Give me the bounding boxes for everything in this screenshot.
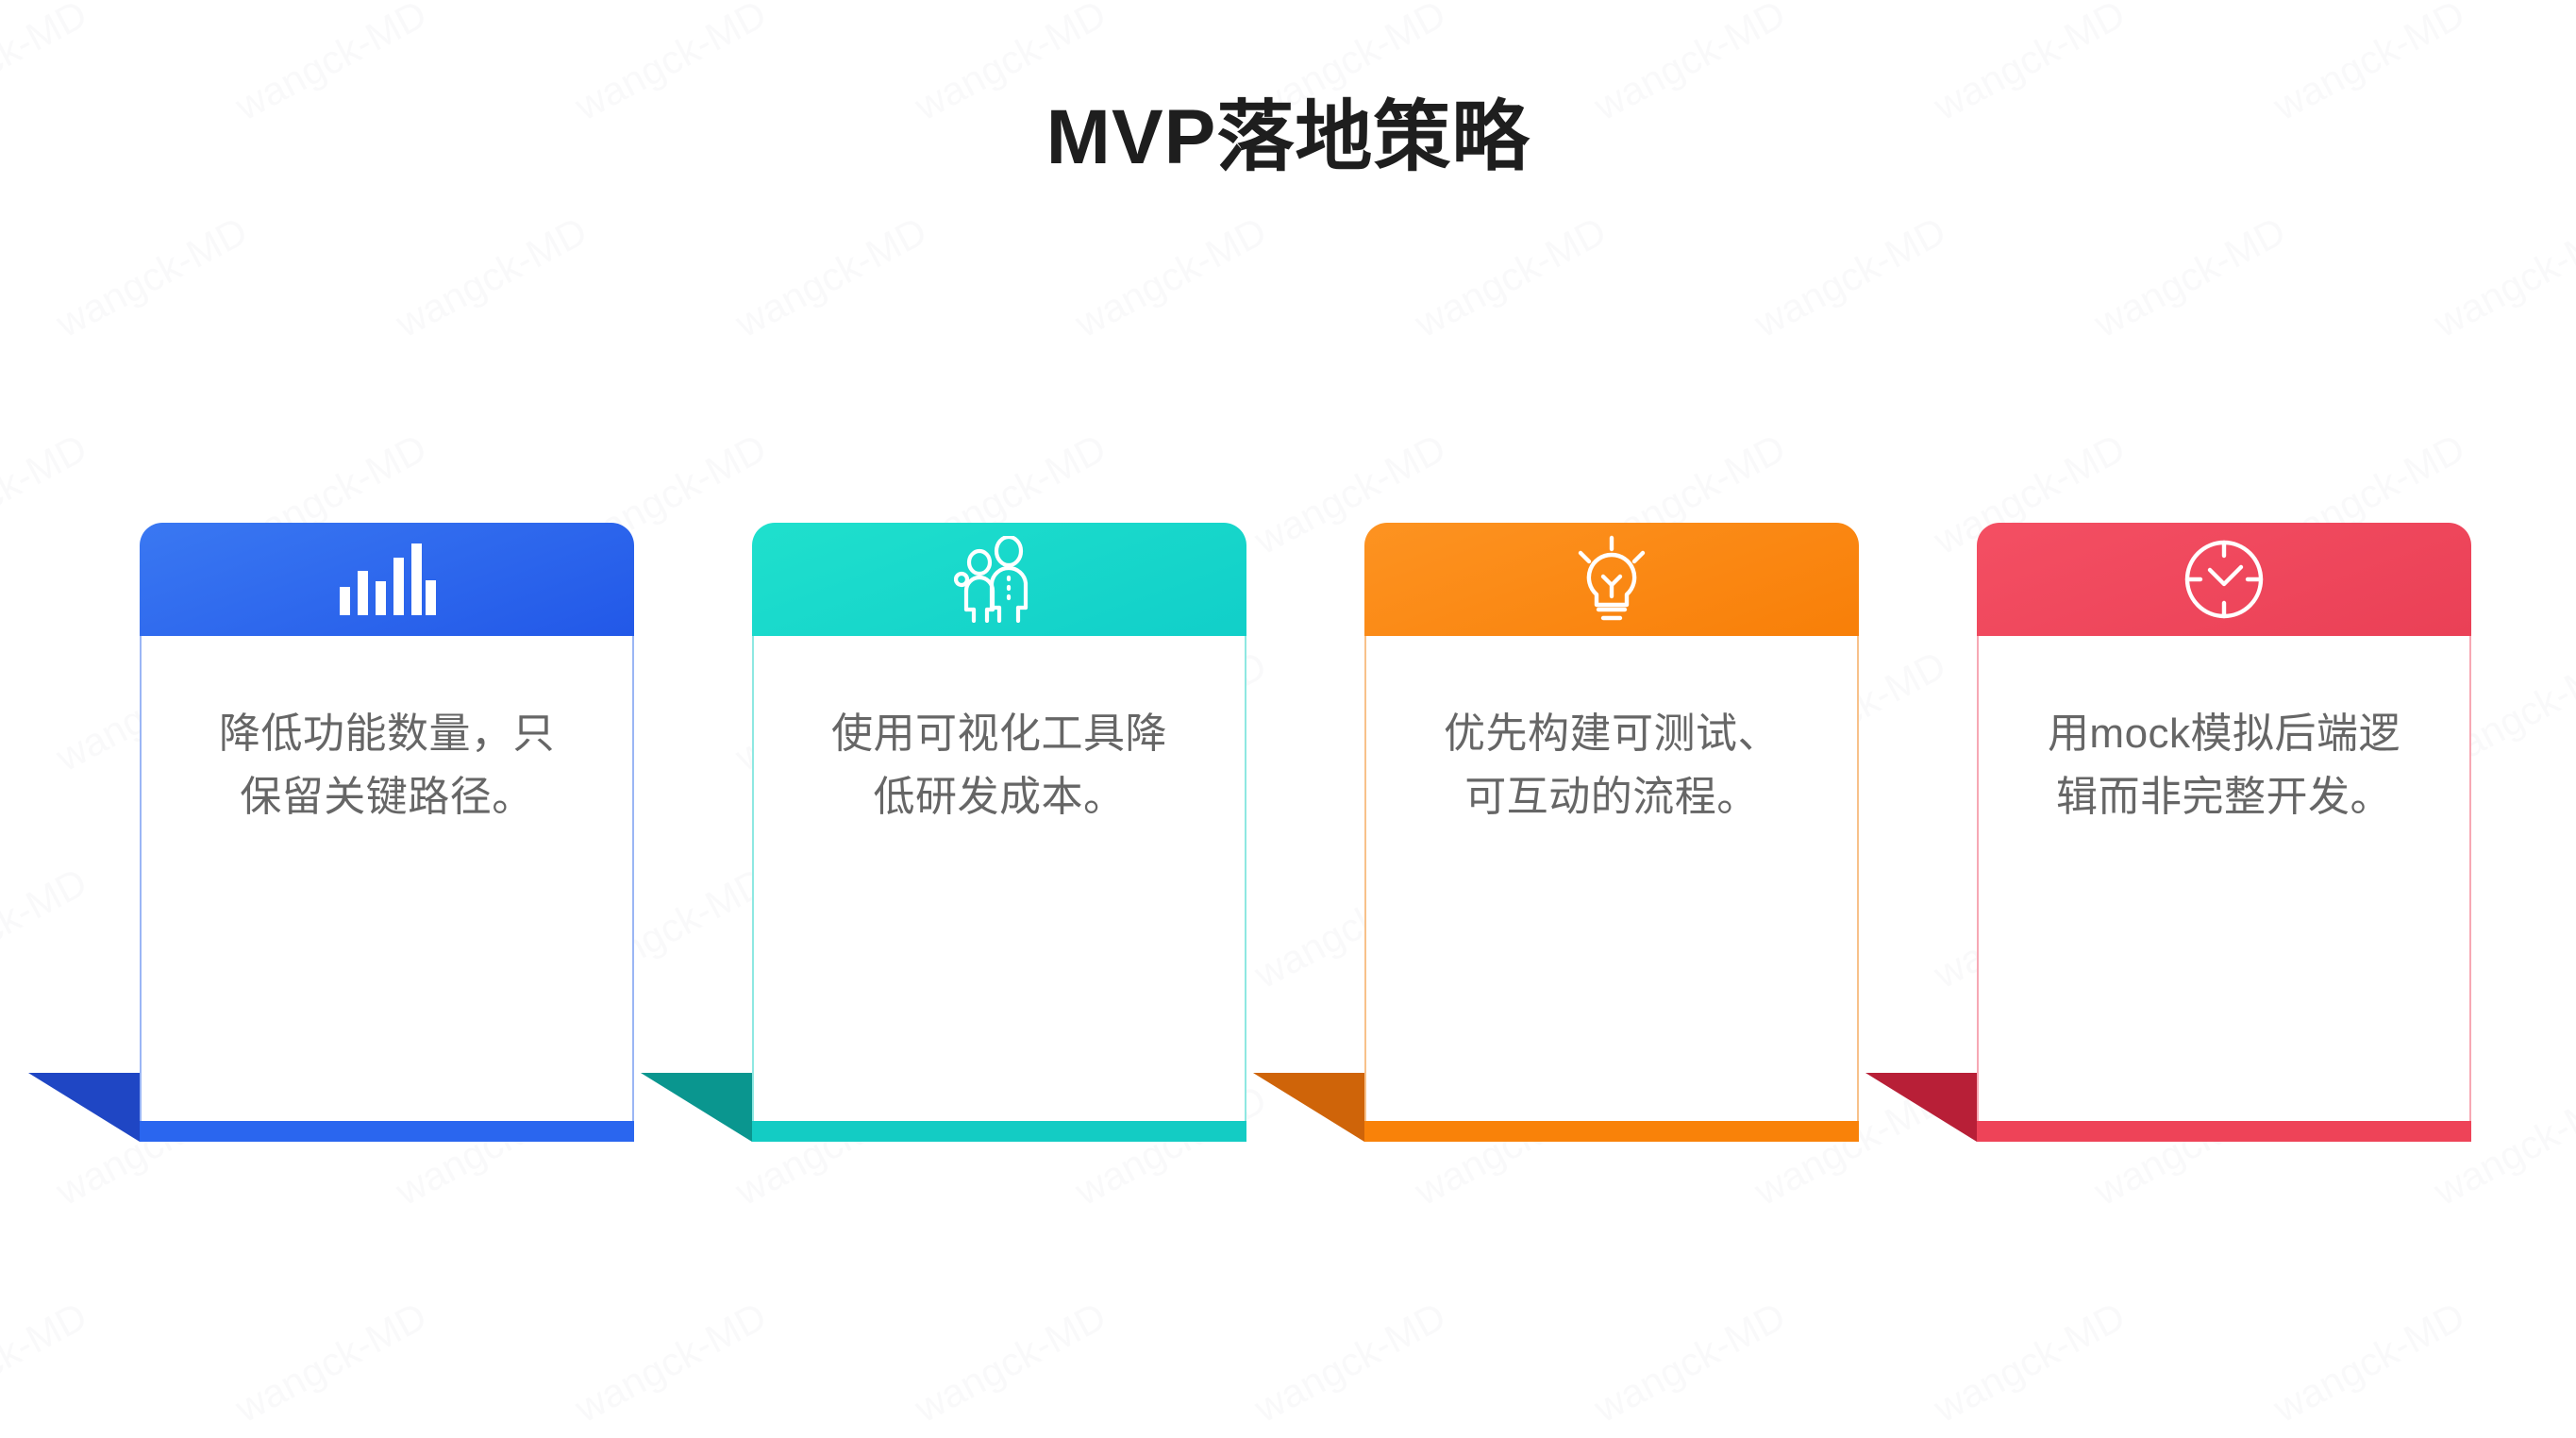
card-4-footbar	[1977, 1121, 2471, 1142]
card-3-footbar	[1364, 1121, 1859, 1142]
card-4-header	[1977, 523, 2471, 636]
people-group-icon	[954, 536, 1045, 623]
clock-icon	[2181, 536, 2267, 623]
card-1-header	[140, 523, 634, 636]
card-3-ribbon	[1253, 1073, 1364, 1142]
card-4[interactable]: 用mock模拟后端逻辑而非完整开发。	[1865, 523, 2471, 1142]
card-1-footbar	[140, 1121, 634, 1142]
card-4-body: 用mock模拟后端逻辑而非完整开发。	[1977, 636, 2471, 1121]
card-4-ribbon	[1865, 1073, 1977, 1142]
card-3-text: 优先构建可测试、可互动的流程。	[1444, 711, 1780, 820]
card-2-body: 使用可视化工具降低研发成本。	[752, 636, 1246, 1121]
card-2-header	[752, 523, 1246, 636]
card-2-footbar	[752, 1121, 1246, 1142]
card-2[interactable]: 使用可视化工具降低研发成本。	[641, 523, 1246, 1142]
card-3-body: 优先构建可测试、可互动的流程。	[1364, 636, 1859, 1121]
bar-chart-icon	[338, 542, 436, 617]
card-1-ribbon	[28, 1073, 140, 1142]
card-2-ribbon	[641, 1073, 752, 1142]
card-1-text: 降低功能数量，只保留关键路径。	[219, 711, 555, 820]
lightbulb-icon	[1568, 534, 1655, 625]
page-title: MVP落地策略	[1045, 94, 1531, 180]
card-row: 降低功能数量，只保留关键路径。	[28, 523, 2472, 1145]
card-4-text: 用mock模拟后端逻辑而非完整开发。	[2047, 711, 2401, 820]
card-1-body: 降低功能数量，只保留关键路径。	[140, 636, 634, 1121]
card-1[interactable]: 降低功能数量，只保留关键路径。	[28, 523, 634, 1142]
card-3[interactable]: 优先构建可测试、可互动的流程。	[1253, 523, 1859, 1142]
card-2-text: 使用可视化工具降低研发成本。	[831, 711, 1167, 820]
card-3-header	[1364, 523, 1859, 636]
